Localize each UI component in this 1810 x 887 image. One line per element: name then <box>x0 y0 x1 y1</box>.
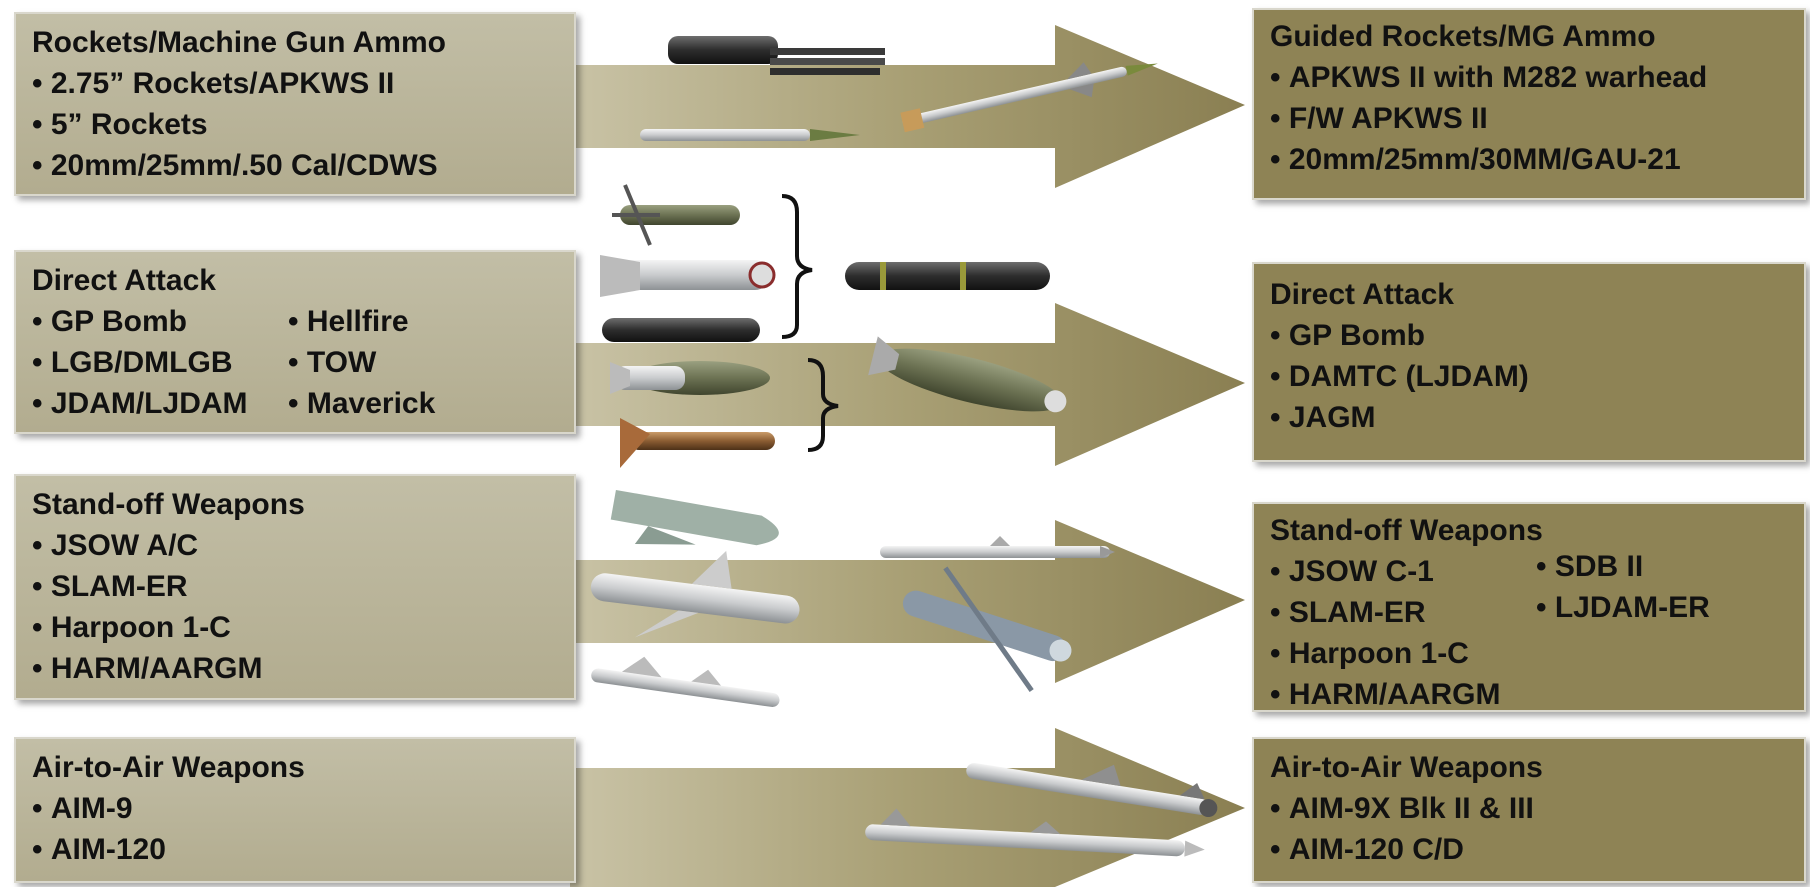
maverick-image <box>600 255 776 297</box>
rocket-image <box>640 129 860 141</box>
list-item: JSOW A/C <box>32 525 558 566</box>
tow-image <box>602 318 760 342</box>
sdb-image <box>902 566 1072 693</box>
box-title: Direct Attack <box>32 264 216 297</box>
right-box-standoff: Stand-off Weapons JSOW C-1 SLAM-ER Harpo… <box>1252 502 1806 712</box>
list-item: AIM-9 <box>32 788 558 829</box>
list-item: F/W APKWS II <box>1270 98 1788 139</box>
lgb-image <box>620 418 775 468</box>
list-item: 20mm/25mm/.50 Cal/CDWS <box>32 145 558 186</box>
list-item: Hellfire <box>288 301 435 342</box>
left-box-rockets: Rockets/Machine Gun Ammo 2.75” Rockets/A… <box>14 12 576 196</box>
jsow-image <box>610 489 779 546</box>
list-item: SLAM-ER <box>1270 592 1788 633</box>
gp-bomb-image <box>610 361 770 395</box>
right-box-direct-attack: Direct Attack GP Bomb DAMTC (LJDAM) JAGM <box>1252 262 1806 462</box>
list-item: 5” Rockets <box>32 104 558 145</box>
ljdam-image <box>868 336 1067 413</box>
harm-image <box>591 656 780 707</box>
box-title: Stand-off Weapons <box>32 488 305 521</box>
list-item: Harpoon 1-C <box>32 607 558 648</box>
box-title: Direct Attack <box>1270 278 1454 311</box>
list-item: HARM/AARGM <box>1270 674 1788 715</box>
gatling-gun-image <box>668 36 885 75</box>
box-title: Guided Rockets/MG Ammo <box>1270 20 1656 53</box>
box-title: Air-to-Air Weapons <box>32 751 305 784</box>
list-item: Harpoon 1-C <box>1270 633 1788 674</box>
list-item: DAMTC (LJDAM) <box>1270 356 1788 397</box>
list-item: AIM-9X Blk II & III <box>1270 788 1788 829</box>
hellfire-image <box>612 184 740 246</box>
second-column: Hellfire TOW Maverick <box>288 301 435 424</box>
list-item: GP Bomb <box>32 301 558 342</box>
list-item: 2.75” Rockets/APKWS II <box>32 63 558 104</box>
brace-upper <box>781 194 813 339</box>
jagm-image <box>845 262 1050 290</box>
harpoon-image <box>880 536 1115 558</box>
arrow-rockets <box>570 25 1245 188</box>
aim120-image <box>865 808 1205 857</box>
list-item: SLAM-ER <box>32 566 558 607</box>
brace-lower <box>807 358 839 452</box>
list-item: AIM-120 C/D <box>1270 829 1788 870</box>
list-item: JAGM <box>1270 397 1788 438</box>
right-box-guided-rockets: Guided Rockets/MG Ammo APKWS II with M28… <box>1252 8 1806 200</box>
box-title: Air-to-Air Weapons <box>1270 751 1543 784</box>
list-item: TOW <box>288 342 435 383</box>
second-column: SDB II LJDAM-ER <box>1536 546 1710 628</box>
arrow-air-to-air <box>570 728 1245 887</box>
list-item: SDB II <box>1536 546 1710 587</box>
right-box-air-to-air: Air-to-Air Weapons AIM-9X Blk II & III A… <box>1252 737 1806 883</box>
left-box-standoff: Stand-off Weapons JSOW A/C SLAM-ER Harpo… <box>14 474 576 700</box>
box-title: Stand-off Weapons <box>1270 514 1543 547</box>
list-item: LJDAM-ER <box>1536 587 1710 628</box>
arrow-direct-attack <box>570 303 1245 466</box>
list-item: GP Bomb <box>1270 315 1788 356</box>
left-box-direct-attack: Direct Attack GP Bomb LGB/DMLGB JDAM/LJD… <box>14 250 576 434</box>
apkws-rocket-image <box>900 62 1158 133</box>
list-item: AIM-120 <box>32 829 558 870</box>
list-item: JDAM/LJDAM <box>32 383 558 424</box>
list-item: Maverick <box>288 383 435 424</box>
list-item: HARM/AARGM <box>32 648 558 689</box>
list-item: APKWS II with M282 warhead <box>1270 57 1788 98</box>
list-item: LGB/DMLGB <box>32 342 558 383</box>
slam-er-image <box>590 550 800 638</box>
list-item: 20mm/25mm/30MM/GAU-21 <box>1270 139 1788 180</box>
list-item: JSOW C-1 <box>1270 551 1788 592</box>
left-box-air-to-air: Air-to-Air Weapons AIM-9 AIM-120 <box>14 737 576 883</box>
aim9x-image <box>966 762 1218 818</box>
box-title: Rockets/Machine Gun Ammo <box>32 26 446 59</box>
